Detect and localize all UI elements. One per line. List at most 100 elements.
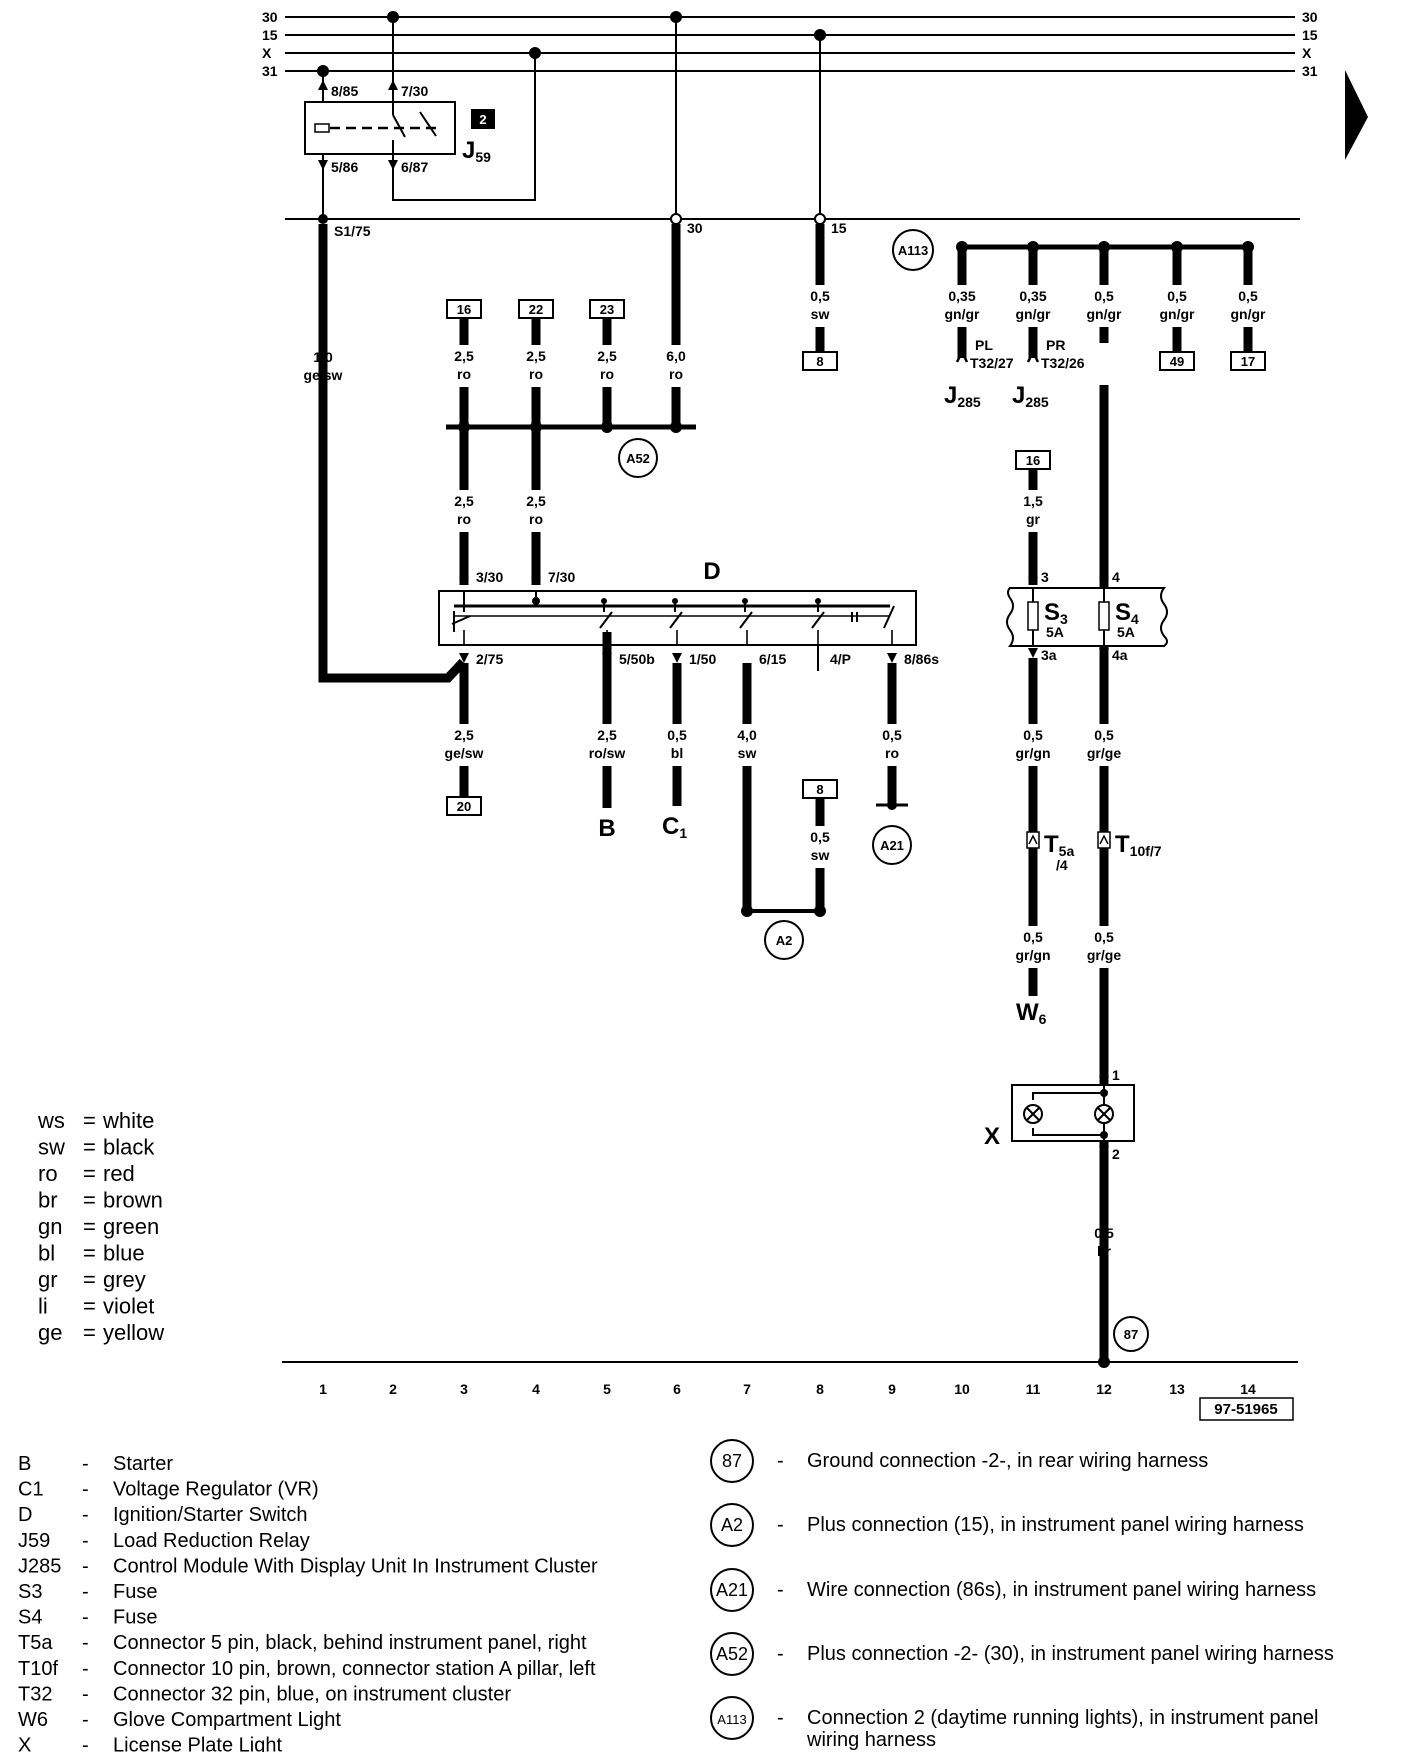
ignition-switch-d: D 3/30 7/30 2 xyxy=(438,558,939,671)
fuse-s3-pin-out: 3a xyxy=(1041,647,1057,663)
grid-number: 1 xyxy=(319,1381,327,1397)
relay-label: J59 xyxy=(462,137,491,165)
wire-spec-color: ro xyxy=(885,745,899,761)
legend-desc: Starter xyxy=(113,1453,173,1475)
switch-pin-6-15: 6/15 xyxy=(759,651,786,667)
wire-spec-color: ro xyxy=(457,366,471,382)
legend-dash: - xyxy=(777,1643,784,1665)
wire-spec-color: gn/gr xyxy=(1087,306,1123,322)
wire-spec-color: gr/ge xyxy=(1087,947,1121,963)
legend-dash: - xyxy=(777,1707,784,1729)
connection-a113: A113 xyxy=(898,243,928,258)
terminal-bus: S1/75 30 15 xyxy=(285,11,1300,239)
bus-label-x-right: X xyxy=(1302,45,1312,61)
wire-spec-color: ro xyxy=(529,366,543,382)
color-code: gr xyxy=(38,1267,58,1292)
legend-code: T10f xyxy=(18,1658,58,1680)
bus-label-15-right: 15 xyxy=(1302,27,1318,43)
wire-15: 0,5 sw 8 xyxy=(800,224,840,371)
ref-box-22: 22 xyxy=(529,302,543,317)
legend-desc: Fuse xyxy=(113,1581,157,1603)
a52-group: 16 22 23 2,5 ro 2,5 ro 2,5 ro A52 2,5 ro… xyxy=(444,299,696,585)
relay-pin-7-30: 7/30 xyxy=(401,83,428,99)
grid-number: 6 xyxy=(673,1381,681,1397)
wire-spec-gauge: 2,5 xyxy=(597,727,617,743)
color-name: blue xyxy=(103,1241,145,1266)
color-name: violet xyxy=(103,1294,154,1319)
color-name: black xyxy=(103,1135,155,1160)
legend-dash: - xyxy=(82,1632,89,1654)
switch-label: D xyxy=(703,558,720,585)
fuse-group: 16 1,5 gr 3 4 S3 5A S4 5A 3a 4a 0,5 gr/g… xyxy=(1006,343,1168,1027)
color-equals: = xyxy=(83,1294,96,1319)
legend-connection-desc-cont: wiring harness xyxy=(806,1729,936,1751)
grid-number: 4 xyxy=(532,1381,540,1397)
wire-spec-color: gr/gn xyxy=(1016,745,1051,761)
legend-desc: Connector 32 pin, blue, on instrument cl… xyxy=(113,1683,511,1705)
grid-number: 2 xyxy=(389,1381,397,1397)
wire-30: 6,0 ro xyxy=(656,224,696,426)
relay-badge-number: 2 xyxy=(479,112,486,127)
legend-code: B xyxy=(18,1453,31,1475)
wire-spec-gauge: 2,5 xyxy=(597,348,617,364)
legend-code: J285 xyxy=(18,1555,61,1577)
sheet-id: 97-51965 xyxy=(1214,1401,1277,1418)
wire-spec-gauge: 1,5 xyxy=(1023,493,1043,509)
wire-spec-gauge: 2,5 xyxy=(526,348,546,364)
fuse-s3-rating: 5A xyxy=(1046,624,1064,640)
legend-code: T32 xyxy=(18,1683,52,1705)
legend-code: D xyxy=(18,1504,32,1526)
legend-dash: - xyxy=(82,1709,89,1731)
wire-spec-gauge: 0,5 xyxy=(810,288,830,304)
legend-desc: Ignition/Starter Switch xyxy=(113,1504,308,1526)
legend-connection-desc: Wire connection (86s), in instrument pan… xyxy=(807,1579,1316,1601)
color-name: grey xyxy=(103,1267,146,1292)
wire-spec-gauge: 0,5 xyxy=(667,727,687,743)
wire-spec-gauge: 1,0 xyxy=(313,349,333,365)
ref-box-17: 17 xyxy=(1241,354,1255,369)
bus-label-x-left: X xyxy=(262,45,272,61)
wire-s175: 1,0 ge/sw xyxy=(304,224,467,683)
legend-dash: - xyxy=(82,1504,89,1526)
color-equals: = xyxy=(83,1135,96,1160)
color-equals: = xyxy=(83,1320,96,1345)
switch-pin-7-30: 7/30 xyxy=(548,569,575,585)
wire-spec-gauge: 0,5 xyxy=(882,727,902,743)
connection-legend: 87-Ground connection -2-, in rear wiring… xyxy=(710,1439,1334,1751)
legend-desc: Load Reduction Relay xyxy=(113,1530,310,1552)
legend-connection-desc: Plus connection (15), in instrument pane… xyxy=(807,1514,1304,1536)
component-c1: C1 xyxy=(662,813,687,841)
switch-pin-2-75: 2/75 xyxy=(476,651,503,667)
wire-spec-gauge: 0,5 xyxy=(1094,727,1114,743)
component-j285-right: J285 xyxy=(1012,382,1049,410)
ref-box-8: 8 xyxy=(816,354,823,369)
legend-desc: Glove Compartment Light xyxy=(113,1709,341,1731)
connector-t5a: T5a xyxy=(1044,831,1074,859)
bus-lines: 30 15 X 31 30 15 X 31 xyxy=(262,9,1368,160)
wire-spec-color: ro xyxy=(457,511,471,527)
legend-dash: - xyxy=(82,1658,89,1680)
wire-spec-gauge: 2,5 xyxy=(526,493,546,509)
color-name: brown xyxy=(103,1188,163,1213)
legend-connection-symbol xyxy=(710,1568,754,1612)
legend-desc: Connector 10 pin, brown, connector stati… xyxy=(113,1658,596,1680)
switch-pin-8-86s: 8/86s xyxy=(904,651,939,667)
relay-pin-6-87: 6/87 xyxy=(401,159,428,175)
ref-box-20: 20 xyxy=(457,799,471,814)
wire-spec-gauge: 0,5 xyxy=(1023,929,1043,945)
component-b: B xyxy=(598,815,615,842)
legend-connection-symbol xyxy=(710,1503,754,1547)
color-equals: = xyxy=(83,1161,96,1186)
legend-dash: - xyxy=(82,1735,89,1752)
switch-pin-4-p: 4/P xyxy=(830,651,851,667)
wire-spec-gauge: 0,5 xyxy=(1094,288,1114,304)
legend-connection-symbol xyxy=(710,1632,754,1676)
connector-pl-pin: T32/27 xyxy=(970,355,1014,371)
wire-spec-color: gn/gr xyxy=(945,306,981,322)
fuse-s3-pin-in: 3 xyxy=(1041,569,1049,585)
ref-box-23: 23 xyxy=(600,302,614,317)
legend-dash: - xyxy=(777,1450,784,1472)
wire-spec-color: gn/gr xyxy=(1160,306,1196,322)
a113-group: A113 0,35 gn/gr 0,35 gn/gr 0,5 gn/gr 0,5… xyxy=(892,229,1273,1338)
